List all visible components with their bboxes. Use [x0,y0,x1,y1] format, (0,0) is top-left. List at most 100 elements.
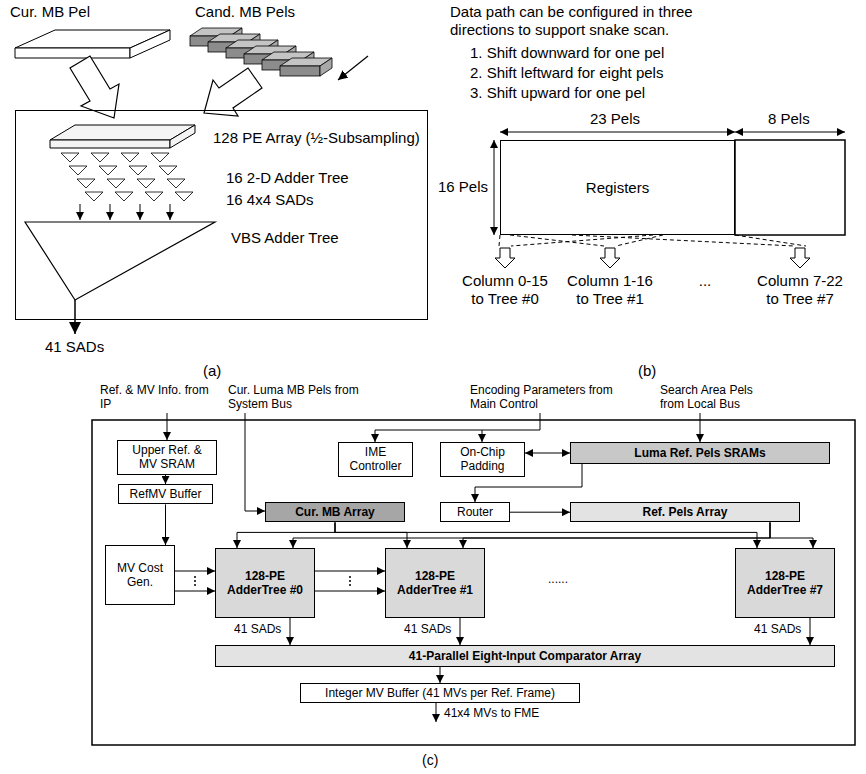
node-text: 41-Parallel Eight-Input Comparator Array [409,649,641,663]
small-adder-tree [61,153,79,162]
input-arrow [375,413,540,442]
slab-front [50,140,170,148]
small-adder-tree [145,192,163,201]
dot [349,580,351,582]
input-arrow [167,413,168,440]
small-adder-tree [69,166,87,175]
data-flow-arrow [463,522,770,548]
column-taps [499,235,806,246]
data-flow-arrow [165,504,166,545]
node-text: On-Chip Padding [445,445,520,474]
annotation-label: Cur. Luma MB Pels from System Bus [228,383,378,412]
node-text: Ref. Pels Array [643,505,728,519]
register-extension [735,140,845,235]
buffer-box: RefMV Buffer [118,484,213,504]
tree-arrows [80,204,170,220]
arrow [140,204,141,220]
annotation-label: 1. Shift downward for one pel [470,44,664,62]
annotation-label: Data path can be configured in three dir… [450,3,750,39]
node-text: 128-PE AdderTree #0 [220,569,310,598]
node-text: Luma Ref. Pels SRAMs [634,446,765,460]
stage-label: 16 4x4 SADs [226,191,314,209]
cur-mb-slab [15,30,170,58]
dot [194,584,196,586]
router-box: Router [440,502,510,522]
sram-box: Upper Ref. & MV SRAM [117,440,217,475]
annotation-label: Column 0-15 to Tree #0 [455,272,555,308]
dot [194,580,196,582]
node-text: Integer MV Buffer (41 MVs per Ref. Frame… [325,686,555,700]
mv-cost-arrow [315,591,385,592]
pe-array-box: 128 PE Array (½-Subsampling)16 2-D Adder… [15,110,428,320]
node-text: 128-PE AdderTree #1 [390,569,480,598]
dashed-tap [511,235,653,246]
input-arrow [245,413,265,511]
data-flow-arrow [440,667,441,683]
dashed-tap [499,235,500,246]
annotation-label: Column 1-16 to Tree #1 [560,272,660,308]
small-adder-tree [175,192,193,201]
data-flow-arrow [165,475,166,484]
small-adder-tree [159,166,177,175]
node-text: 128-PE AdderTree #7 [740,569,830,598]
edge-label: 41 SADs [403,622,452,636]
block-arrow [70,56,119,118]
mv-cost-arrow [175,591,215,592]
annotation-label: Search Area Pels from Local Bus [660,383,775,412]
data-flow-arrow [293,522,770,548]
data-flow-arrow [460,618,461,645]
annotation-label: 3. Shift upward for one pel [470,84,645,102]
small-adder-tree [99,166,117,175]
slab-side [320,58,332,76]
small-adder-tree [167,179,185,188]
arrow [110,204,111,220]
small-adder-tree [77,179,95,188]
annotation-label: 41 SADs [45,338,104,356]
annotation-label: ...... [548,572,568,586]
stage-label: 128 PE Array (½-Subsampling) [213,129,420,147]
small-adder-tree [107,179,125,188]
data-flow-arrow [525,453,570,454]
controller-box: IME Controller [338,442,413,477]
padding-box: On-Chip Padding [440,442,525,477]
node-text: RefMV Buffer [130,487,202,501]
dot [194,576,196,578]
panel-tag: (b) [638,362,656,380]
small-adder-tree [129,166,147,175]
comparator-box: 41-Parallel Eight-Input Comparator Array [215,645,835,667]
small-adder-tree [115,192,133,201]
dimension-arrow [494,140,495,235]
arrow [170,204,171,220]
small-adder-tree [85,192,103,201]
dashed-tap [735,235,806,246]
input-arrow [700,413,701,442]
adder-tree-box: 128-PE AdderTree #7 [735,548,835,618]
node-text: Upper Ref. & MV SRAM [122,443,212,472]
pe-array-slab [50,125,195,148]
annotation-label: ... [690,272,720,290]
data-flow-arrow [290,618,291,645]
sram-box: Luma Ref. Pels SRAMs [570,442,830,464]
register-box: Registers [500,140,735,235]
small-adder-tree [91,153,109,162]
ime-module-boundary [92,420,855,745]
slab-front [280,66,320,76]
cost-generator-box: MV Cost Gen. [105,545,175,605]
buffer-box: Integer MV Buffer (41 MVs per Ref. Frame… [300,683,580,703]
arrow [80,204,81,220]
small-adder-tree [137,179,155,188]
panel-tag: (c) [422,752,438,769]
node-text: MV Cost Gen. [110,561,170,590]
annotation-label: 41x4 MVs to FME [444,706,539,720]
output-arrow [436,701,437,722]
annotation-label: Ref. & MV Info. from IP [100,383,215,412]
scan-arrow [338,56,368,80]
annotation-label: Encoding Parameters from Main Control [470,383,635,412]
adder-tree-box: 128-PE AdderTree #1 [385,548,485,618]
dashed-tap [616,235,663,246]
vbs-adder-tree [25,222,215,300]
node-text: Router [457,505,493,519]
block-arrow [790,248,810,268]
tree-feed-arrows [495,248,810,268]
